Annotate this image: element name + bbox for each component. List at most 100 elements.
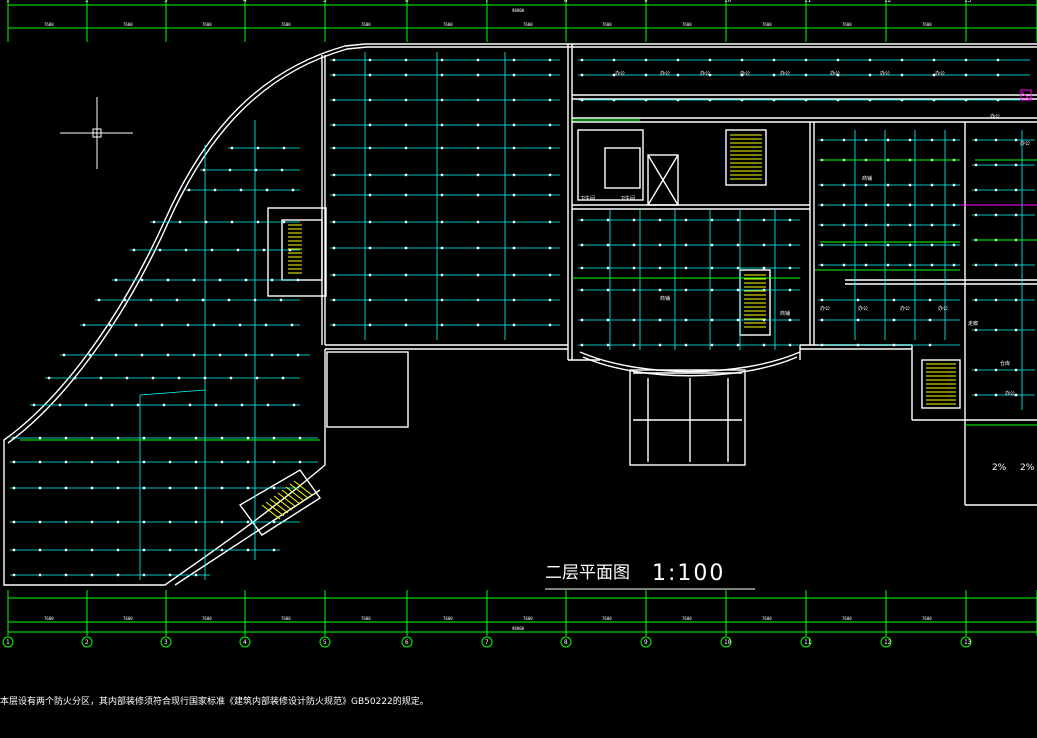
sprinkler-head: [1014, 213, 1018, 217]
sprinkler-head: [64, 486, 68, 490]
sprinkler-head: [162, 403, 166, 407]
axis-bubble: [401, 636, 413, 648]
stair-step-diagonal: [265, 501, 285, 517]
sprinkler-head: [142, 460, 146, 464]
sprinkler-head: [332, 173, 336, 177]
sprinkler-head: [684, 218, 688, 222]
stair-step-diagonal: [293, 480, 313, 496]
sprinkler-head: [804, 58, 808, 62]
sprinkler-head: [108, 323, 112, 327]
sprinkler-head: [114, 278, 118, 282]
dim-span-text-top: 7600: [922, 22, 932, 27]
sprinkler-head: [440, 73, 444, 77]
dim-span-text: 7600: [443, 616, 453, 621]
sprinkler-head: [64, 520, 68, 524]
sprinkler-head: [676, 98, 680, 102]
axis-label: 11: [804, 639, 812, 646]
sprinkler-head: [12, 573, 16, 577]
dim-span-text: 7600: [202, 616, 212, 621]
sprinkler-head: [244, 278, 248, 282]
sprinkler-head: [736, 343, 740, 347]
room-label-wc: 卫生间: [580, 195, 595, 202]
sprinkler-head: [332, 193, 336, 197]
sprinkler-head: [110, 403, 114, 407]
sprinkler-head: [930, 263, 934, 267]
sprinkler-head: [99, 376, 103, 380]
sprinkler-head: [212, 323, 216, 327]
sprinkler-head: [404, 173, 408, 177]
room-label-office: 办公: [700, 70, 710, 77]
sprinkler-head: [864, 263, 868, 267]
sprinkler-head: [804, 98, 808, 102]
sprinkler-head: [368, 173, 372, 177]
sprinkler-head: [272, 520, 276, 524]
sprinkler-head: [868, 98, 872, 102]
sprinkler-head: [820, 343, 824, 347]
sprinkler-head: [930, 203, 934, 207]
axis-label-top: 2: [85, 0, 89, 4]
sprinkler-head: [332, 123, 336, 127]
sprinkler-head: [187, 188, 191, 192]
axis-label-top: 9: [644, 0, 648, 4]
sprinkler-head: [548, 58, 552, 62]
sprinkler-head: [512, 246, 516, 250]
sprinkler-head: [332, 220, 336, 224]
sprinkler-head: [580, 288, 584, 292]
sprinkler-head: [820, 138, 824, 142]
axis-bubble: [720, 636, 732, 648]
sprinkler-head: [296, 353, 300, 357]
sprinkler-head: [203, 376, 207, 380]
sprinkler-head: [928, 343, 932, 347]
sprinkler-head: [368, 273, 372, 277]
sprinkler-head: [612, 98, 616, 102]
sprinkler-head: [994, 298, 998, 302]
sprinkler-head: [548, 123, 552, 127]
axis-label: 7: [485, 639, 489, 646]
sprinkler-head: [788, 243, 792, 247]
sprinkler-head: [606, 218, 610, 222]
sprinkler-head: [404, 273, 408, 277]
dim-total-text: 98800: [512, 626, 525, 631]
sprinkler-head: [886, 223, 890, 227]
sprinkler-head: [270, 353, 274, 357]
sprinkler-head: [512, 323, 516, 327]
sprinkler-head: [864, 223, 868, 227]
axis-bubble: [160, 636, 172, 648]
sprinkler-head: [38, 460, 42, 464]
dim-span-text: 7600: [123, 616, 133, 621]
crosshair-cursor: [60, 97, 133, 169]
sprinkler-head: [244, 353, 248, 357]
sprinkler-head: [952, 138, 956, 142]
sprinkler-head: [168, 573, 172, 577]
sprinkler-head: [440, 98, 444, 102]
sprinkler-head: [192, 353, 196, 357]
sprinkler-head: [97, 298, 101, 302]
sprinkler-head: [736, 318, 740, 322]
axis-label: 8: [564, 639, 568, 646]
sprinkler-head: [762, 243, 766, 247]
sprinkler-head: [220, 486, 224, 490]
sprinkler-head: [266, 403, 270, 407]
sprinkler-head: [868, 73, 872, 77]
sprinkler-head: [368, 193, 372, 197]
sprinkler-head: [932, 58, 936, 62]
sprinkler-head: [440, 123, 444, 127]
sprinkler-head: [762, 343, 766, 347]
sprinkler-head: [632, 318, 636, 322]
sprinkler-head: [256, 220, 260, 224]
dim-span-text: 7600: [281, 616, 291, 621]
dim-span-text: 7600: [922, 616, 932, 621]
dim-span-text: 7600: [682, 616, 692, 621]
sprinkler-head: [512, 73, 516, 77]
sprinkler-head: [282, 146, 286, 150]
sprinkler-head: [580, 343, 584, 347]
sprinkler-head: [974, 138, 978, 142]
sprinkler-head: [632, 288, 636, 292]
room-label-shop: 商铺: [780, 310, 790, 317]
sprinkler-head: [246, 436, 250, 440]
axis-grid: 1176007600227600760033760076004476007600…: [2, 0, 1037, 648]
sprinkler-head: [204, 220, 208, 224]
dim-span-text: 7600: [361, 616, 371, 621]
sprinkler-head: [12, 520, 16, 524]
sprinkler-head: [580, 243, 584, 247]
